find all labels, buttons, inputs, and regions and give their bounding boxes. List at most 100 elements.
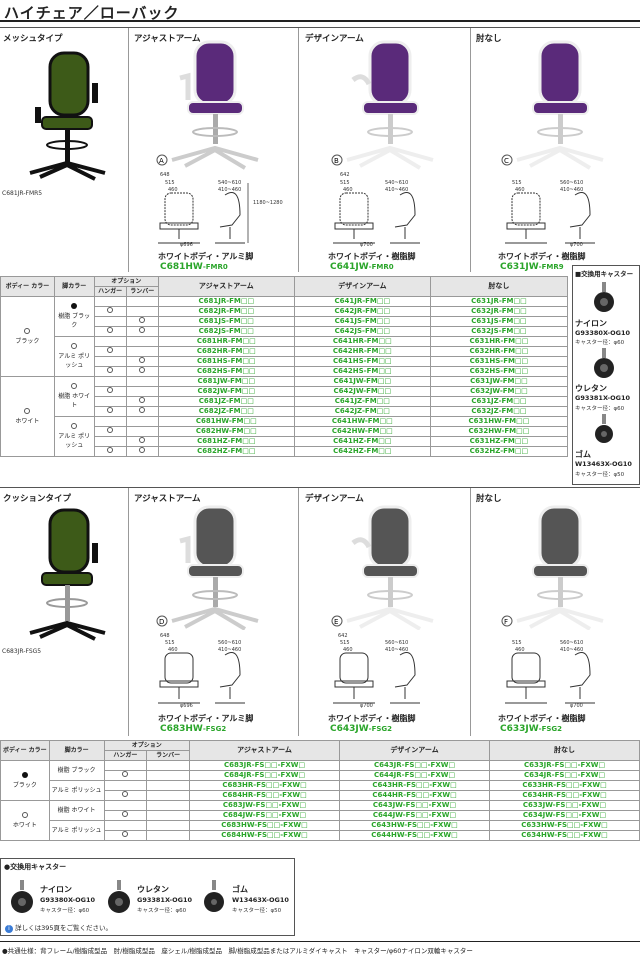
caster-note: キャスター径：φ60 — [40, 908, 90, 914]
cushion-col-label: 肘なし — [476, 494, 502, 504]
option-cell — [125, 296, 159, 307]
product-code: C642JZ-FM□□ — [293, 406, 431, 417]
option-cell — [93, 316, 127, 327]
dim-label: 410~460 — [385, 187, 409, 193]
cushion-thumb-code: C683JR-FSG5 — [2, 648, 42, 655]
option-cell — [125, 406, 159, 417]
product-code: C641HW-FM□□ — [293, 416, 431, 427]
product-code: C632JS-FM□□ — [429, 326, 569, 337]
product-code: C642JW-FM□□ — [293, 386, 431, 397]
dim-label: 460 — [343, 647, 353, 653]
leg-color-cell: 樹脂 ホワイト — [48, 800, 105, 821]
dim-label: 642 — [338, 633, 348, 639]
option-check-icon — [139, 367, 146, 373]
badge-a: A — [159, 157, 164, 165]
product-code: C681HW-FM□□ — [157, 416, 295, 427]
color-swatch-icon — [21, 811, 28, 818]
option-cell — [93, 436, 127, 447]
dim-label: 410~460 — [385, 647, 409, 653]
product-code: C683JW-FS□□-FXW□ — [189, 800, 340, 811]
model-code: C683HW-FSG2 — [160, 724, 227, 734]
body-color-label: ホワイト — [12, 821, 37, 829]
option-cell — [103, 830, 148, 841]
option-check-icon — [122, 791, 129, 797]
footer-spec: ●共通仕様：背フレーム/樹脂成型品 肘/樹脂成型品 座シェル/樹脂成型品 脚/樹… — [2, 947, 473, 955]
dim-label: 560~610 — [560, 180, 584, 186]
caster-name: ウレタン — [575, 384, 607, 393]
body-color-cell: ブラック — [0, 296, 55, 377]
dim-label: 540~610 — [218, 180, 242, 186]
product-code: C684HR-FS□□-FXW□ — [189, 790, 340, 801]
option-check-icon — [107, 427, 114, 433]
product-code: C684JW-FS□□-FXW□ — [189, 810, 340, 821]
divider — [298, 28, 299, 272]
leg-color-label: 樹脂 ブラック — [58, 313, 91, 329]
dim-label: 515 — [340, 180, 350, 186]
caster-name: ウレタン — [137, 885, 169, 894]
cushion-thumb-chair — [29, 508, 106, 641]
dim-label: 460 — [168, 187, 178, 193]
option-cell — [125, 316, 159, 327]
option-check-icon — [107, 367, 114, 373]
dim-label: 515 — [165, 640, 175, 646]
body-color-label: ホワイト — [15, 417, 40, 425]
option-check-icon — [107, 447, 114, 453]
mesh-chair-design-arm: B — [331, 40, 434, 170]
dim-label: 410~460 — [560, 187, 584, 193]
dim-label: 515 — [340, 640, 350, 646]
dim-label: φ696 — [180, 703, 193, 709]
badge-b: B — [334, 157, 339, 165]
dim-label: φ696 — [180, 242, 193, 248]
option-cell — [125, 426, 159, 437]
info-icon: i — [5, 925, 13, 933]
product-code: C681JW-FM□□ — [157, 376, 295, 387]
product-code: C642HS-FM□□ — [293, 366, 431, 377]
urethane-caster-icon — [594, 348, 614, 378]
product-code: C631HS-FM□□ — [429, 356, 569, 367]
product-code: C682JS-FM□□ — [157, 326, 295, 337]
option-cell — [103, 770, 148, 781]
mesh-chair-adjust-arm: A — [156, 40, 259, 170]
option-check-icon — [107, 327, 114, 333]
dim-label: 460 — [515, 187, 525, 193]
product-code: C632HW-FM□□ — [429, 426, 569, 437]
product-code: C682JZ-FM□□ — [157, 406, 295, 417]
product-code: C642JS-FM□□ — [293, 326, 431, 337]
option-cell — [146, 830, 190, 841]
color-swatch-icon — [71, 303, 78, 309]
nylon-caster-icon — [594, 282, 614, 312]
caster-note: キャスター径：φ60 — [575, 340, 625, 346]
option-cell — [103, 760, 148, 771]
model-name: ホワイトボディ・樹脂脚 — [498, 252, 586, 261]
option-cell — [146, 790, 190, 801]
leg-color-label: 樹脂 ホワイト — [58, 393, 91, 409]
option-check-icon — [139, 407, 146, 413]
caster-note: キャスター径：φ60 — [137, 908, 187, 914]
option-cell — [93, 426, 127, 437]
dim-label: 648 — [160, 172, 170, 178]
product-code: C681HZ-FM□□ — [157, 436, 295, 447]
model-code: C643JW-FSG2 — [330, 724, 393, 734]
option-cell — [146, 810, 190, 821]
product-code: C642HZ-FM□□ — [293, 446, 431, 457]
caster-panel-bottom — [0, 858, 295, 936]
product-code: C631HW-FM□□ — [429, 416, 569, 427]
cushion-dim-drawing-f — [505, 652, 595, 704]
option-check-icon — [122, 811, 129, 817]
product-code: C631JR-FM□□ — [429, 296, 569, 307]
caster-code: G93381X-OG10 — [137, 896, 193, 904]
cushion-col-label: アジャストアーム — [134, 494, 201, 504]
option-cell — [93, 356, 127, 367]
product-code: C632JW-FM□□ — [429, 386, 569, 397]
model-code: C641JW-FMR0 — [330, 262, 394, 272]
color-swatch-icon — [71, 383, 78, 389]
option-cell — [93, 366, 127, 377]
leg-color-cell: 樹脂 ブラック — [48, 760, 105, 781]
product-code: C633HR-FS□□-FXW□ — [489, 780, 640, 791]
caster-code: W13463X-OG10 — [232, 896, 289, 904]
product-code: C682HS-FM□□ — [157, 366, 295, 377]
dim-label: 540~610 — [385, 180, 409, 186]
